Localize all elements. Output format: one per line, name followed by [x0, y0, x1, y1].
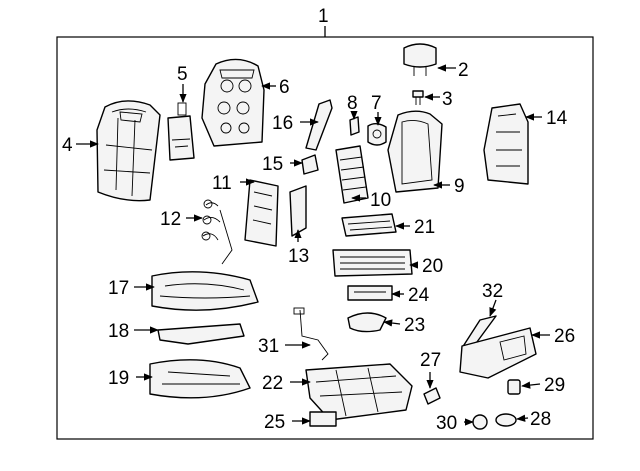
callout-1: 1	[318, 6, 329, 27]
part-13-side-bolster	[289, 185, 307, 237]
part-15-bracket	[301, 154, 319, 175]
part-23-mat	[347, 312, 387, 333]
part-31-harness	[293, 307, 329, 361]
callout-19: 19	[108, 368, 129, 389]
callout-12: 12	[160, 209, 181, 230]
part-2-headrest	[403, 43, 437, 76]
callout-14: 14	[546, 108, 568, 129]
part-17-cushion-cover	[151, 271, 259, 311]
callout-20: 20	[422, 256, 443, 277]
callout-15: 15	[262, 154, 283, 175]
part-9-back-frame	[387, 110, 443, 193]
part-26-side-shield	[459, 327, 537, 379]
part-10-lumbar	[335, 145, 369, 204]
callout-27: 27	[420, 350, 441, 371]
callout-3: 3	[442, 89, 453, 110]
part-14-rear-panel	[483, 103, 529, 185]
callout-6: 6	[279, 77, 290, 98]
callout-17: 17	[108, 278, 129, 299]
callout-16: 16	[272, 113, 293, 134]
callout-11: 11	[212, 173, 232, 194]
part-18-pad	[157, 323, 245, 345]
part-20-cushion-mat	[332, 249, 413, 277]
callout-21: 21	[414, 217, 435, 238]
callout-10: 10	[370, 190, 391, 211]
leader-lines	[76, 64, 550, 426]
part-28-knob	[495, 413, 517, 427]
callout-4: 4	[62, 135, 73, 156]
callout-23: 23	[404, 315, 425, 336]
part-3-guide	[412, 90, 424, 105]
part-29-knob	[507, 379, 521, 395]
callout-28: 28	[530, 409, 551, 430]
callout-22: 22	[262, 373, 283, 394]
part-11-back-pad	[244, 179, 279, 247]
part-30-knob	[472, 414, 488, 430]
part-5-back-panel	[167, 102, 195, 161]
callout-31: 31	[258, 336, 279, 357]
callout-26: 26	[554, 326, 575, 347]
callout-25: 25	[264, 412, 285, 433]
callout-9: 9	[454, 176, 465, 197]
part-22-adjuster	[305, 363, 413, 421]
part-6-massage-panel	[201, 58, 265, 147]
callout-32: 32	[482, 281, 503, 302]
callout-13: 13	[288, 246, 309, 267]
part-16-bezel	[305, 99, 333, 151]
part-27-switch	[423, 387, 441, 405]
callout-29: 29	[544, 375, 565, 396]
part-7-actuator	[367, 123, 387, 146]
part-19-cushion	[149, 359, 251, 399]
callout-7: 7	[371, 93, 382, 114]
part-12-harness	[201, 199, 233, 265]
part-8-bracket	[349, 116, 360, 136]
callout-30: 30	[436, 413, 457, 434]
part-21-cushion-pad	[341, 213, 397, 237]
callout-2: 2	[458, 60, 469, 81]
callout-18: 18	[108, 321, 129, 342]
part-25-module	[309, 411, 337, 427]
part-24-module	[347, 285, 393, 301]
callout-8: 8	[347, 93, 358, 114]
callout-5: 5	[177, 64, 188, 85]
callout-24: 24	[408, 285, 430, 306]
part-4-seatback-cover	[96, 100, 161, 202]
